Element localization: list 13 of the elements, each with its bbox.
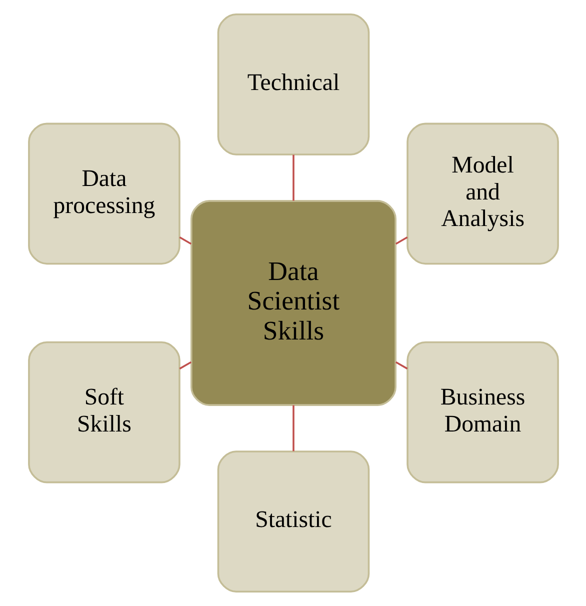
connector [394,236,408,245]
connector [292,405,294,452]
node-box: Model and Analysis [406,122,558,265]
node-box: Soft Skills [28,341,180,484]
connector [178,361,192,370]
node-box: Business Domain [406,341,558,484]
node-box: Data Scientist Skills [190,200,396,406]
node-box: Statistic [216,450,370,592]
connector [394,361,408,370]
node-box: Technical [216,14,370,156]
connector [178,236,192,245]
connector [292,154,294,201]
node-box: Data processing [28,122,180,265]
